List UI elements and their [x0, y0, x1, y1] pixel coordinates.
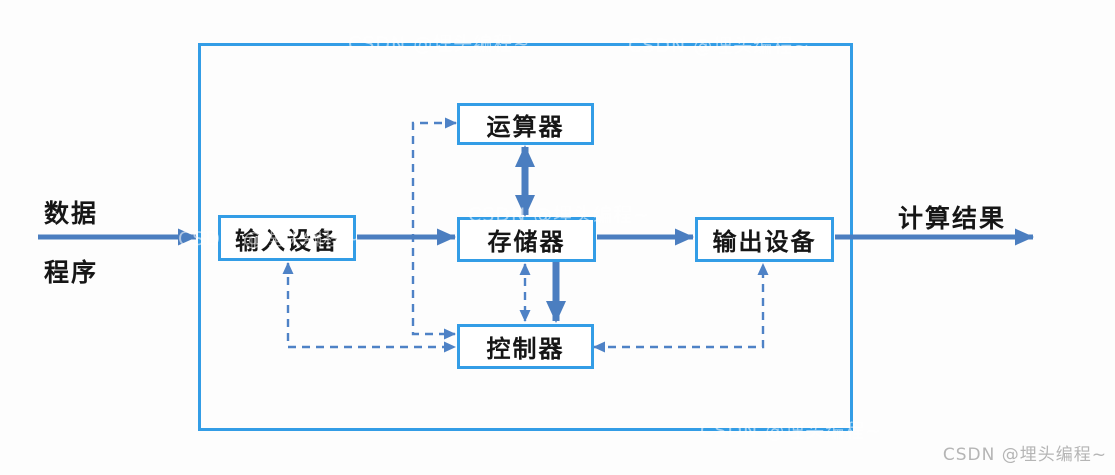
node-controller: 控制器 [457, 324, 594, 369]
node-input-device: 输入设备 [218, 215, 356, 261]
label-program: 程序 [43, 258, 98, 287]
edge-controller-input-dashed [282, 262, 456, 353]
node-alu: 运算器 [457, 103, 594, 145]
node-output-device: 输出设备 [695, 217, 834, 262]
label-data: 数据 [43, 199, 98, 228]
node-memory: 存储器 [457, 217, 596, 262]
label-result: 计算结果 [897, 204, 1006, 233]
edge-controller-output-dashed [593, 263, 769, 353]
csdn-watermark: CSDN @埋头编程~ [942, 445, 1107, 465]
edge-controller-alu-dashed [411, 117, 457, 340]
